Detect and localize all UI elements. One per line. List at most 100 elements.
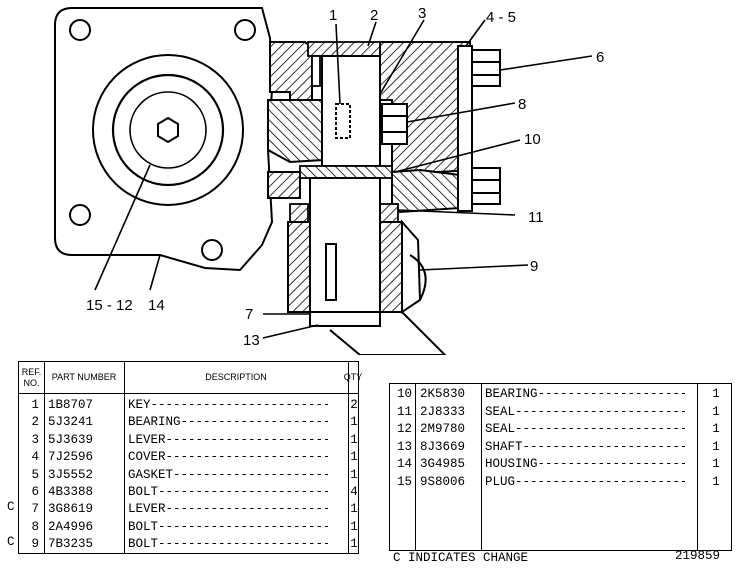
shaft-upper [321, 55, 381, 167]
callout-14: 14 [148, 297, 165, 314]
ref-number: 8 [31, 519, 39, 534]
column-divider [348, 362, 349, 553]
part-description: SHAFT-----------------------------------… [485, 439, 685, 454]
table-row: 35J3639LEVER----------------------------… [19, 432, 358, 450]
quantity: 1 [712, 439, 720, 454]
part-number: 3G4985 [420, 457, 466, 472]
callout-15-12: 15 - 12 [86, 297, 133, 314]
ref-number: 6 [31, 485, 39, 499]
change-mark: C [7, 500, 15, 515]
quantity: 1 [350, 467, 358, 482]
part-description: GASKET----------------------------------… [128, 467, 328, 482]
part-number: 1B8707 [48, 398, 94, 412]
header-part-number: PART NUMBER [44, 362, 124, 394]
callout-3: 3 [418, 5, 426, 22]
drawing-number: 219859 [675, 549, 721, 563]
table-row: 2 5J3241 BEARING--------------------------… [19, 414, 358, 432]
table-row: 5 3J5552 GASKET---------------------------… [19, 467, 358, 485]
bolt-8 [381, 103, 408, 145]
quantity: 1 [712, 404, 720, 419]
quantity: 1 [350, 502, 358, 517]
table-row: 159S8006PLUG----------------------------… [390, 474, 731, 492]
header-description: DESCRIPTION [124, 362, 348, 394]
callout-1: 1 [329, 7, 337, 24]
leader-lines [94, 19, 593, 339]
part-number: 7J2596 [48, 450, 94, 465]
ref-number: 11 [396, 404, 412, 419]
ref-number: 13 [396, 439, 412, 454]
table-row: 7 3G8619 LEVER----------------------------… [19, 501, 358, 519]
callout-7: 7 [245, 306, 253, 323]
quantity: 1 [350, 519, 358, 534]
cover-4 [457, 45, 501, 212]
column-divider [44, 362, 45, 553]
change-legend: C INDICATES CHANGE [393, 551, 529, 565]
part-number: 5J3241 [48, 415, 94, 430]
header-ref-no: REF. NO. [19, 362, 44, 394]
quantity: 4 [350, 485, 358, 499]
quantity: 1 [350, 450, 358, 465]
part-number: 2A4996 [48, 519, 94, 534]
part-description: BEARING---------------------------------… [485, 387, 685, 401]
part-description: KEY-------------------------------------… [128, 398, 328, 412]
part-description: COVER-----------------------------------… [128, 450, 328, 465]
table-row: 97B3235BOLT-----------------------------… [19, 536, 358, 554]
part-number: 5J3639 [48, 432, 94, 447]
change-mark: C [7, 535, 15, 550]
plug-15 [92, 54, 244, 206]
part-description: SEAL------------------------------------… [485, 422, 685, 437]
quantity: 1 [712, 475, 720, 489]
part-description: SEAL------------------------------------… [485, 404, 685, 419]
callout-11: 11 [528, 209, 544, 226]
part-number: 2J8333 [420, 404, 466, 419]
part-description: PLUG------------------------------------… [485, 475, 685, 489]
part-description: LEVER-----------------------------------… [128, 502, 328, 517]
ref-number: 14 [396, 457, 412, 472]
callout-6: 6 [596, 49, 604, 66]
ref-number: 2 [31, 415, 39, 430]
column-divider [481, 384, 482, 550]
lever-7 [287, 219, 447, 355]
table-row: 12 2M9780 SEAL----------------------------… [390, 421, 731, 439]
part-description: HOUSING---------------------------------… [485, 457, 685, 472]
quantity: 1 [350, 415, 358, 430]
quantity: 1 [350, 432, 358, 447]
part-number: 9S8006 [420, 475, 466, 489]
part-number: 2M9780 [420, 422, 466, 437]
part-number: 3J5552 [48, 467, 94, 482]
callout-10: 10 [524, 131, 541, 148]
ref-number: 1 [31, 398, 39, 412]
callout-2: 2 [370, 7, 378, 24]
exploded-parts-diagram: 1 2 3 4 - 5 6 8 10 11 9 7 13 14 15 - 12 [54, 5, 604, 355]
column-divider [415, 384, 416, 550]
part-description: BOLT------------------------------------… [128, 519, 328, 534]
column-divider [124, 362, 125, 553]
part-number: 8J3669 [420, 439, 466, 454]
part-number: 2K5830 [420, 387, 466, 401]
housing-14 [54, 7, 274, 272]
table-row: 13 8J3669 SHAFT---------------------------… [390, 439, 731, 457]
quantity: 1 [712, 457, 720, 472]
callout-13: 13 [243, 332, 260, 349]
callout-9: 9 [530, 258, 538, 275]
ref-number: 5 [31, 467, 39, 482]
ref-number: 7 [31, 502, 39, 517]
part-number: 7B3235 [48, 537, 94, 552]
ref-number: 9 [31, 537, 39, 552]
part-description: BOLT------------------------------------… [128, 485, 328, 499]
ref-number: 4 [31, 450, 39, 465]
table-row: 1 1B8707 KEY------------------------------… [19, 397, 358, 415]
part-number: 3G8619 [48, 502, 94, 517]
table-row: 11 2J8333 SEAL----------------------------… [390, 404, 731, 422]
table-row: 4 7J2596 COVER----------------------------… [19, 449, 358, 467]
quantity: 2 [350, 398, 358, 412]
quantity: 1 [712, 422, 720, 437]
ref-number: 12 [396, 422, 412, 437]
part-number: 4B3388 [48, 485, 94, 499]
ref-number: 10 [396, 387, 412, 401]
header-qty: QTY [344, 362, 362, 394]
part-description: BEARING---------------------------------… [128, 415, 328, 430]
table-row: 6 4B3388 BOLT-----------------------------… [19, 484, 358, 502]
table-row: 14 3G4985 HOUSING-------------------------… [390, 456, 731, 474]
